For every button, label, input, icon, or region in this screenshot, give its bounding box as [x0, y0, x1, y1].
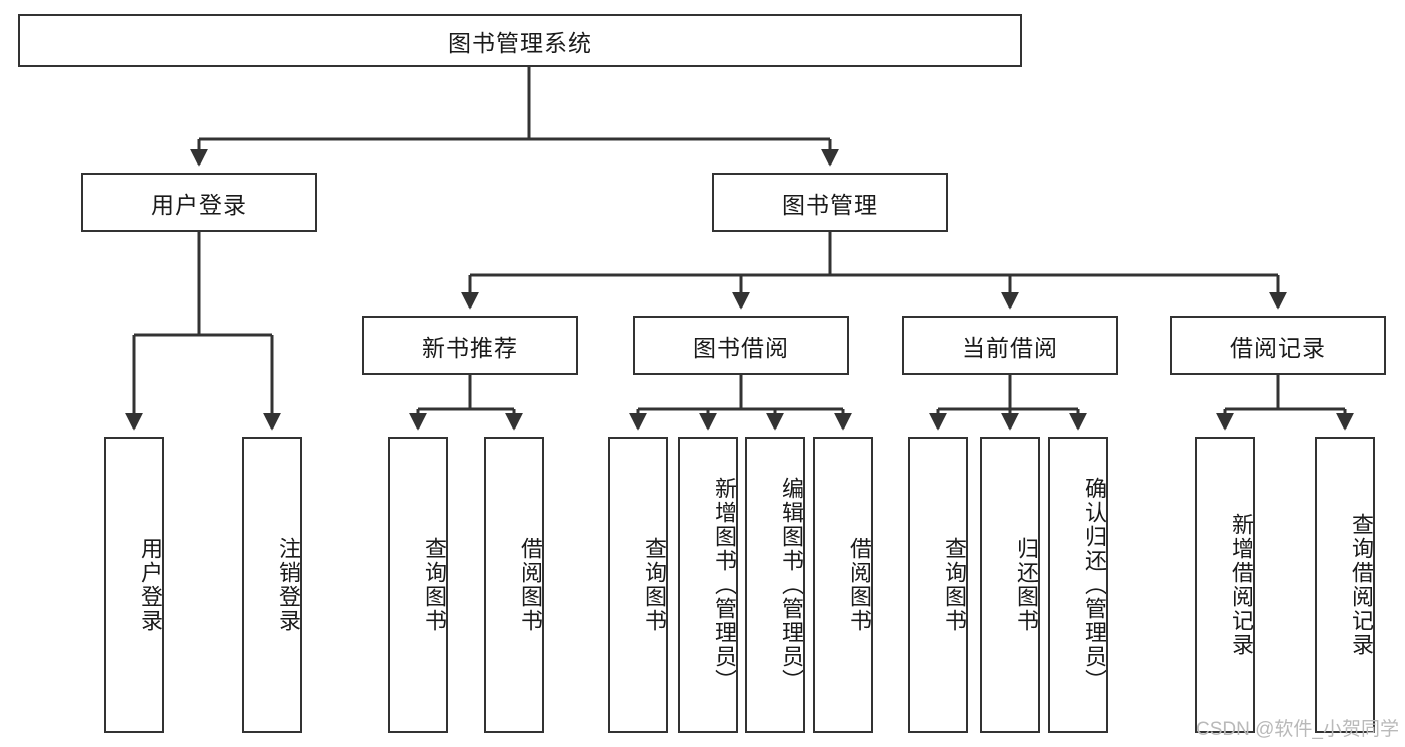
- leaf-return-book[interactable]: 归还图书: [980, 437, 1040, 733]
- leaf-query-borrow-record[interactable]: 查询借阅记录: [1315, 437, 1375, 733]
- csdn-watermark: CSDN @软件_小贺同学: [1196, 719, 1399, 740]
- node-new-book-recommend[interactable]: 新书推荐: [362, 316, 578, 375]
- node-book-borrow[interactable]: 图书借阅: [633, 316, 849, 375]
- leaf-query-book-borrow[interactable]: 查询图书: [608, 437, 668, 733]
- node-borrow-record[interactable]: 借阅记录: [1170, 316, 1386, 375]
- leaf-add-borrow-record[interactable]: 新增借阅记录: [1195, 437, 1255, 733]
- leaf-edit-book-admin[interactable]: 编辑图书（管理员）: [745, 437, 805, 733]
- leaf-query-book-current[interactable]: 查询图书: [908, 437, 968, 733]
- node-current-borrow[interactable]: 当前借阅: [902, 316, 1118, 375]
- node-root-system[interactable]: 图书管理系统: [18, 14, 1022, 67]
- leaf-logout[interactable]: 注销登录: [242, 437, 302, 733]
- leaf-add-book-admin[interactable]: 新增图书（管理员）: [678, 437, 738, 733]
- leaf-user-login[interactable]: 用户登录: [104, 437, 164, 733]
- leaf-borrow-book-recommend[interactable]: 借阅图书: [484, 437, 544, 733]
- node-book-management-module[interactable]: 图书管理: [712, 173, 948, 232]
- leaf-query-book-recommend[interactable]: 查询图书: [388, 437, 448, 733]
- leaf-borrow-book[interactable]: 借阅图书: [813, 437, 873, 733]
- node-user-login-module[interactable]: 用户登录: [81, 173, 317, 232]
- leaf-confirm-return-admin[interactable]: 确认归还（管理员）: [1048, 437, 1108, 733]
